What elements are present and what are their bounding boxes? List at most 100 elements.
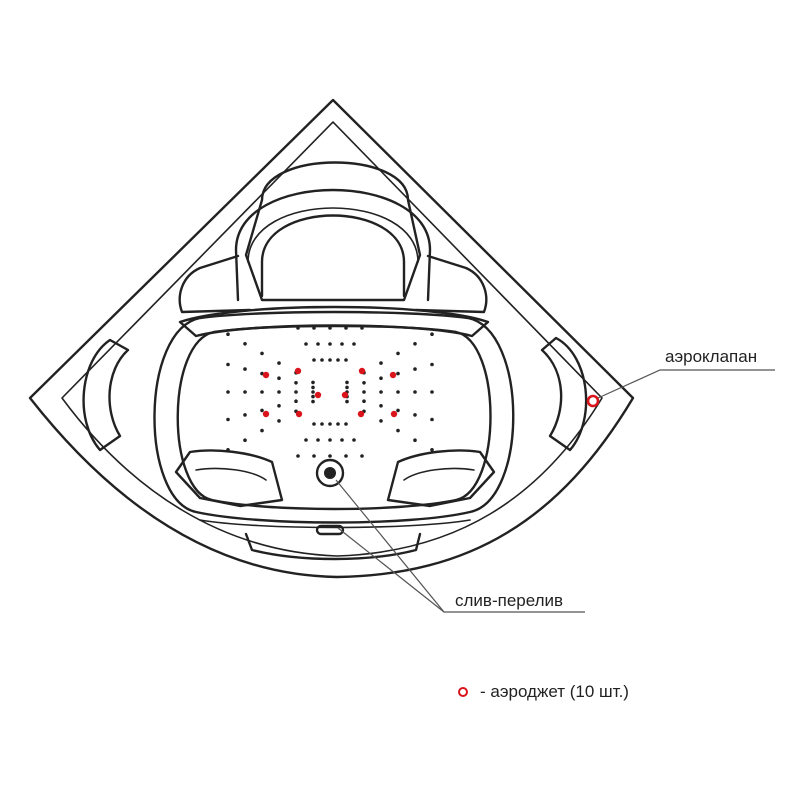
right-lower-seat — [386, 449, 496, 508]
aerojet — [314, 391, 322, 399]
massage-dot — [243, 413, 247, 417]
massage-dot — [362, 399, 366, 404]
front-step — [244, 532, 422, 561]
massage-dot — [340, 438, 344, 442]
massage-dot — [226, 390, 230, 394]
massage-dot — [243, 438, 247, 443]
massage-dot — [243, 367, 247, 371]
massage-dot — [277, 419, 281, 423]
massage-dot — [345, 385, 349, 390]
basin-inner — [176, 324, 492, 511]
aerojet — [341, 391, 349, 399]
massage-dot — [312, 422, 316, 426]
massage-dot — [277, 376, 281, 381]
massage-dot — [379, 404, 383, 408]
right-armrest — [540, 336, 588, 452]
bath-outer-shell — [28, 98, 635, 579]
massage-dot — [344, 326, 348, 330]
massage-dot — [304, 342, 308, 346]
massage-dot — [352, 342, 356, 346]
headrest — [234, 161, 432, 302]
massage-dot — [379, 419, 383, 423]
air-valve-marker — [586, 394, 600, 408]
overflow-slot — [315, 524, 345, 536]
left-lower-seat — [174, 449, 284, 508]
massage-dot — [316, 438, 320, 442]
drain-overflow-label: слив-перелив — [455, 591, 563, 610]
massage-dot — [226, 448, 230, 452]
air-valve-label: аэроклапан — [665, 347, 757, 366]
aerojet — [294, 367, 302, 375]
massage-dot — [328, 326, 332, 330]
massage-dot — [277, 390, 281, 394]
massage-dot — [379, 376, 383, 381]
massage-dot — [226, 362, 230, 367]
massage-dot — [260, 390, 264, 394]
massage-dot — [396, 428, 400, 433]
massage-dot — [294, 390, 298, 394]
massage-dot — [413, 413, 417, 417]
massage-dot — [294, 381, 298, 385]
massage-dot — [296, 326, 300, 330]
massage-dot — [312, 358, 316, 362]
basin-outer — [153, 310, 515, 524]
aerojet — [262, 371, 270, 379]
massage-dot — [336, 358, 340, 362]
massage-dot — [344, 454, 348, 458]
drain — [315, 458, 345, 488]
massage-dot — [260, 428, 264, 433]
massage-dot — [379, 361, 383, 365]
massage-dot — [362, 381, 366, 385]
massage-dot — [379, 390, 383, 394]
massage-dot — [362, 390, 366, 394]
massage-dot-pattern — [226, 326, 434, 458]
right-upper-seat — [414, 254, 488, 314]
massage-dot — [328, 438, 332, 442]
massage-dot — [294, 399, 298, 404]
massage-dot — [226, 332, 230, 337]
drain-leader-b — [337, 527, 445, 613]
massage-dot — [413, 342, 417, 346]
aerojet — [358, 367, 366, 375]
aerojet — [357, 410, 365, 418]
massage-dot — [226, 417, 230, 422]
aerojet — [389, 371, 397, 379]
massage-dot — [340, 342, 344, 346]
massage-dot — [345, 399, 349, 404]
massage-dot — [277, 404, 281, 408]
massage-dot — [260, 408, 264, 413]
massage-dot — [328, 454, 332, 458]
massage-dot — [396, 351, 400, 356]
aerojet — [295, 410, 303, 418]
massage-dot — [320, 358, 324, 362]
massage-dot — [430, 332, 434, 337]
massage-dot — [352, 438, 356, 442]
massage-dot — [413, 438, 417, 443]
massage-dot — [344, 422, 348, 426]
massage-dot — [396, 371, 400, 376]
massage-dot — [243, 390, 247, 394]
massage-dot — [345, 380, 349, 385]
massage-dot — [312, 326, 316, 330]
massage-dot — [243, 342, 247, 346]
massage-dot — [260, 351, 264, 356]
aerojet-markers — [262, 367, 398, 418]
legend: - аэроджет (10 шт.) — [458, 682, 629, 701]
massage-dot — [413, 367, 417, 371]
massage-dot — [360, 454, 364, 458]
left-upper-seat — [178, 254, 252, 314]
massage-dot — [430, 448, 434, 452]
massage-dot — [396, 408, 400, 413]
massage-dot — [311, 385, 315, 390]
aerojet — [390, 410, 398, 418]
massage-dot — [311, 394, 315, 399]
massage-dot — [396, 390, 400, 394]
massage-dot — [430, 362, 434, 367]
massage-dot — [328, 422, 332, 426]
aerojet — [262, 410, 270, 418]
massage-dot — [430, 417, 434, 422]
massage-dot — [311, 390, 315, 394]
massage-dot — [413, 390, 417, 394]
massage-dot — [316, 342, 320, 346]
air-valve-leader — [597, 369, 775, 399]
